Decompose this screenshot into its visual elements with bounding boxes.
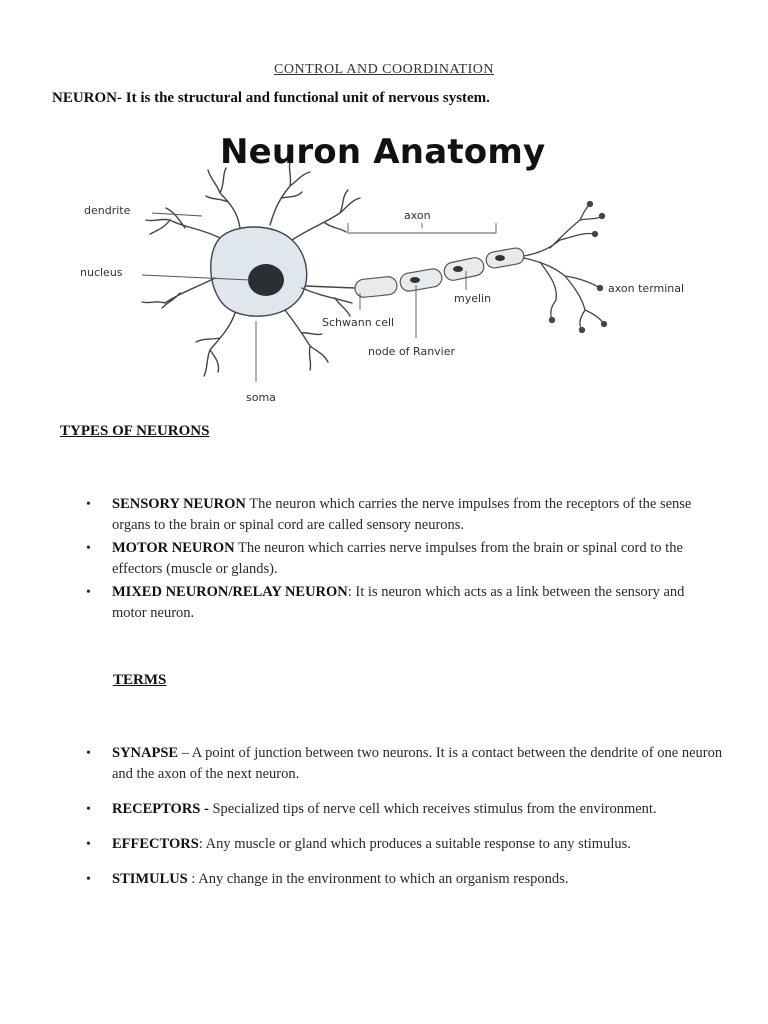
definition-text: It is the structural and functional unit…: [122, 90, 490, 106]
types-list: •SENSORY NEURON The neuron which carries…: [86, 494, 722, 626]
label-axon-terminal: axon terminal: [608, 282, 685, 295]
bullet: •: [86, 837, 91, 852]
types-heading: TYPES OF NEURONS: [60, 423, 210, 439]
bullet: •: [86, 541, 91, 556]
list-item: •MIXED NEURON/RELAY NEURON: It is neuron…: [86, 584, 685, 621]
bullet: •: [86, 585, 91, 600]
label-nucleus: nucleus: [80, 266, 123, 279]
definition-term: NEURON-: [52, 90, 122, 106]
label-soma: soma: [246, 391, 276, 404]
terms-list: •SYNAPSE – A point of junction between t…: [86, 743, 732, 904]
list-item: •EFFECTORS: Any muscle or gland which pr…: [86, 834, 732, 855]
label-node-of-ranvier: node of Ranvier: [368, 345, 456, 358]
page-title: CONTROL AND COORDINATION: [274, 62, 494, 77]
axon-shape: [304, 247, 525, 298]
list-item: •RECEPTORS - Specialized tips of nerve c…: [86, 799, 732, 820]
neuron-diagram: [141, 161, 608, 382]
list-item: •SYNAPSE – A point of junction between t…: [86, 745, 723, 782]
bullet: •: [86, 746, 91, 761]
label-dendrite: dendrite: [84, 204, 131, 217]
list-item: •STIMULUS : Any change in the environmen…: [86, 869, 732, 890]
list-item: •MOTOR NEURON The neuron which carries n…: [86, 540, 683, 577]
terms-heading: TERMS: [113, 672, 167, 688]
nucleus-shape: [248, 264, 284, 296]
bullet: •: [86, 802, 91, 817]
dendrites: [141, 161, 361, 377]
neuron-definition: NEURON- It is the structural and functio…: [52, 90, 490, 107]
figure-title: Neuron Anatomy: [220, 132, 546, 172]
bullet: •: [86, 872, 91, 887]
list-item: •SENSORY NEURON The neuron which carries…: [86, 496, 692, 533]
axon-terminal-shape: [523, 200, 608, 334]
label-schwann-cell: Schwann cell: [322, 316, 395, 329]
bullet: •: [86, 497, 91, 512]
label-axon: axon: [404, 209, 431, 222]
leader-lines: [141, 212, 497, 382]
label-myelin: myelin: [454, 292, 492, 305]
